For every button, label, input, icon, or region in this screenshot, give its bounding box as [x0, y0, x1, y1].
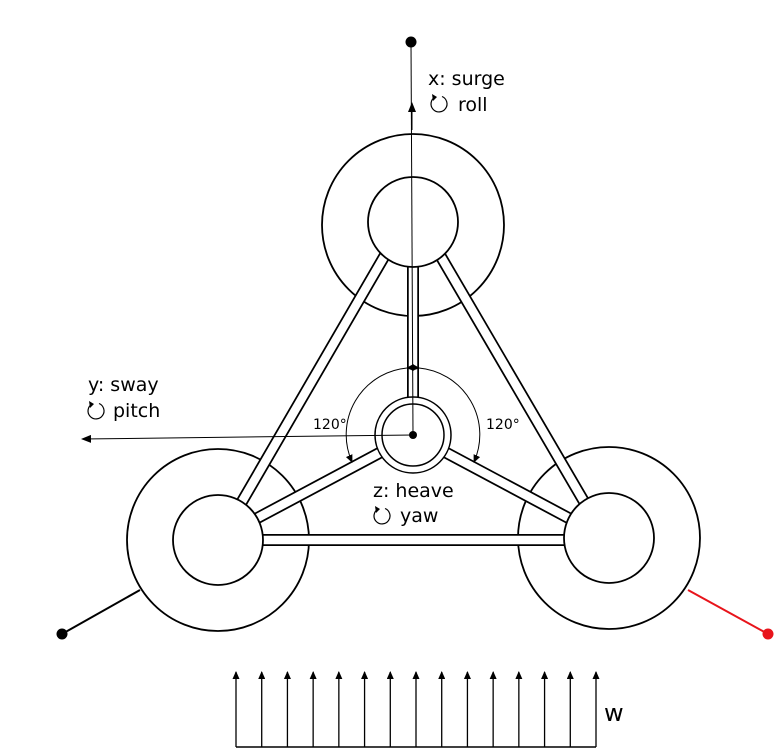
z-axis-label: z: heave: [373, 480, 454, 502]
roll-label: roll: [458, 94, 488, 116]
column-top-inner: [367, 176, 459, 268]
rotation-icon: [373, 506, 391, 525]
angle-arc-right: [411, 363, 481, 463]
y-axis: [81, 434, 414, 443]
angle-label-left: 120°: [313, 417, 347, 433]
column-right-inner: [563, 492, 655, 584]
yaw-label: yaw: [400, 505, 438, 527]
y-axis-label: y: sway: [88, 374, 159, 396]
origin-dot: [409, 431, 417, 439]
mooring-line-left: [56, 589, 141, 640]
rotation-icon: [430, 94, 448, 113]
wave-label: w: [604, 699, 624, 727]
pitch-label: pitch: [113, 400, 160, 422]
column-left-inner: [172, 494, 264, 586]
angle-label-right: 120°: [486, 417, 520, 433]
rotation-icon: [87, 401, 105, 420]
x-axis-label: x: surge: [428, 68, 505, 90]
wave-arrows: [232, 671, 600, 748]
angle-arc-left: [345, 363, 415, 463]
x-axis: [405, 36, 417, 436]
mooring-line-right-highlighted: [687, 589, 774, 640]
